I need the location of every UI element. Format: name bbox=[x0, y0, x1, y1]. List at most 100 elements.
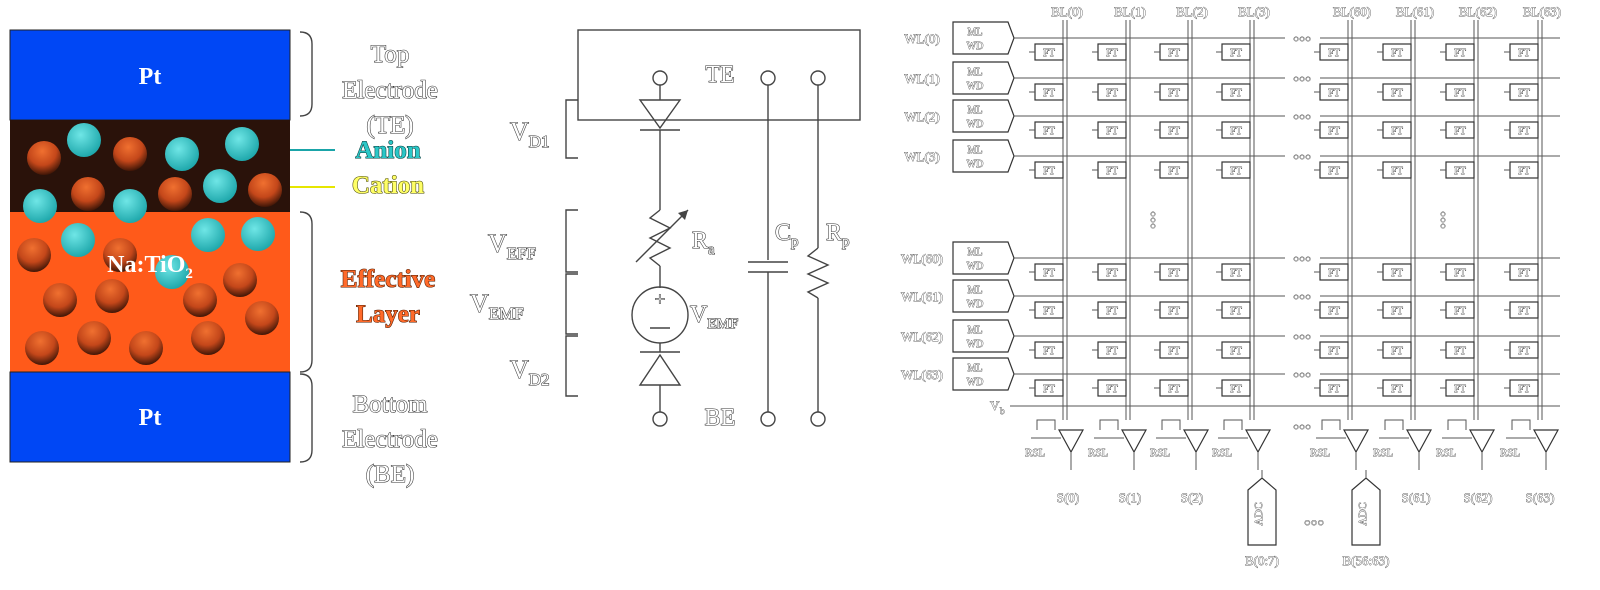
cell-label: FT bbox=[1454, 166, 1466, 177]
cell-label: FT bbox=[1328, 126, 1340, 137]
cation-ball bbox=[103, 238, 137, 272]
bitline-label: BL(3) bbox=[1238, 4, 1270, 19]
anion-ball bbox=[165, 137, 199, 171]
rsl-label: RSL bbox=[1212, 447, 1232, 459]
be-label: BE bbox=[705, 405, 736, 431]
wordline-driver bbox=[952, 279, 1015, 313]
driver-label-line1: ML bbox=[968, 363, 983, 374]
cell-label: FT bbox=[1518, 384, 1530, 395]
vemf-left-label: VEMF bbox=[470, 289, 524, 323]
anion-ball bbox=[191, 218, 225, 252]
driver-label-line1: ML bbox=[968, 285, 983, 296]
cation-ball bbox=[27, 141, 61, 175]
cell-label: FT bbox=[1106, 88, 1118, 99]
wordline-label: WL(60) bbox=[901, 251, 943, 266]
column-ellipsis: ○○○ bbox=[1293, 254, 1311, 265]
bottom-electrode-text-line2: Electrode bbox=[342, 426, 438, 453]
column-ellipsis: ○○○ bbox=[1293, 74, 1311, 85]
sense-amp bbox=[1182, 429, 1210, 454]
anion-ball bbox=[241, 217, 275, 251]
cell-label: FT bbox=[1106, 384, 1118, 395]
cation-ball bbox=[95, 279, 129, 313]
cell-label: FT bbox=[1391, 268, 1403, 279]
driver-label-line2: WD bbox=[967, 81, 984, 92]
driver-label-line2: WD bbox=[967, 159, 984, 170]
effective-bracket bbox=[299, 211, 313, 373]
cell-label: FT bbox=[1391, 346, 1403, 357]
bottom-electrode-layer bbox=[9, 371, 291, 463]
cell-label: FT bbox=[1106, 346, 1118, 357]
cell-label: FT bbox=[1230, 48, 1242, 59]
wordline-label: WL(1) bbox=[904, 71, 939, 86]
cell-label: FT bbox=[1328, 346, 1340, 357]
column-ellipsis: ○○○ bbox=[1293, 34, 1311, 45]
column-ellipsis: ○○○ bbox=[1293, 370, 1311, 381]
cell-label: FT bbox=[1328, 48, 1340, 59]
effective-label-line2: Layer bbox=[356, 301, 420, 328]
cell-label: FT bbox=[1043, 268, 1055, 279]
cell-label: FT bbox=[1391, 48, 1403, 59]
top-electrode-text-line1: Top bbox=[371, 41, 410, 68]
column-ellipsis: ○○○ bbox=[1293, 332, 1311, 343]
cell-label: FT bbox=[1168, 126, 1180, 137]
anion-ball bbox=[113, 189, 147, 223]
cell-label: FT bbox=[1043, 384, 1055, 395]
cell-label: FT bbox=[1230, 384, 1242, 395]
driver-label-line2: WD bbox=[967, 261, 984, 272]
sense-output-label: S(1) bbox=[1119, 490, 1141, 505]
sense-amp bbox=[1532, 429, 1560, 454]
cp-label: Cp bbox=[775, 220, 799, 250]
driver-label-line1: ML bbox=[968, 145, 983, 156]
cp-bottom-terminal bbox=[760, 411, 776, 427]
top-bracket bbox=[299, 31, 313, 117]
wordline-label: WL(63) bbox=[901, 367, 943, 382]
amp-ellipsis: ○○○ bbox=[1293, 422, 1311, 433]
adc-label: ADC bbox=[1357, 502, 1369, 525]
cell-label: FT bbox=[1230, 306, 1242, 317]
wordline-driver bbox=[952, 99, 1015, 133]
cell-label: FT bbox=[1454, 126, 1466, 137]
driver-label-line2: WD bbox=[967, 41, 984, 52]
row-ellipsis: ○○○ bbox=[1437, 211, 1448, 229]
wordline-driver bbox=[952, 21, 1015, 55]
cell-label: FT bbox=[1168, 268, 1180, 279]
cell-label: FT bbox=[1230, 126, 1242, 137]
te-box bbox=[577, 29, 861, 121]
cation-ball bbox=[113, 137, 147, 171]
cell-label: FT bbox=[1518, 48, 1530, 59]
cell-label: FT bbox=[1043, 306, 1055, 317]
rsl-label: RSL bbox=[1500, 447, 1520, 459]
diode2-symbol bbox=[638, 353, 682, 386]
cell-label: FT bbox=[1106, 48, 1118, 59]
cell-label: FT bbox=[1328, 88, 1340, 99]
rsl-label: RSL bbox=[1088, 447, 1108, 459]
cell-label: FT bbox=[1518, 126, 1530, 137]
cell-label: FT bbox=[1328, 166, 1340, 177]
sense-amp bbox=[1405, 429, 1433, 454]
cell-label: FT bbox=[1106, 306, 1118, 317]
bitline-label: BL(60) bbox=[1333, 4, 1371, 19]
circuit-panel: TE Ra + VEMF BE Cp bbox=[469, 29, 861, 432]
vd1-bracket bbox=[565, 99, 578, 159]
rsl-switch bbox=[1099, 419, 1119, 430]
vemf-bracket bbox=[565, 273, 578, 335]
adc-output-label: B(56:63) bbox=[1343, 553, 1390, 568]
wordline-driver bbox=[952, 139, 1015, 173]
driver-label-line1: ML bbox=[968, 105, 983, 116]
cell-label: FT bbox=[1106, 166, 1118, 177]
cell-label: FT bbox=[1454, 346, 1466, 357]
cell-label: FT bbox=[1106, 268, 1118, 279]
vd2-label: VD2 bbox=[510, 355, 550, 389]
anion-ball bbox=[155, 255, 189, 289]
sense-output-label: S(62) bbox=[1464, 490, 1493, 505]
sense-amp bbox=[1120, 429, 1148, 454]
rp-top-terminal bbox=[810, 70, 826, 86]
cation-ball bbox=[183, 283, 217, 317]
cation-ball bbox=[25, 331, 59, 365]
wordline-label: WL(61) bbox=[901, 289, 943, 304]
cation-ball bbox=[17, 238, 51, 272]
cell-label: FT bbox=[1106, 126, 1118, 137]
sense-output-label: S(63) bbox=[1526, 490, 1555, 505]
